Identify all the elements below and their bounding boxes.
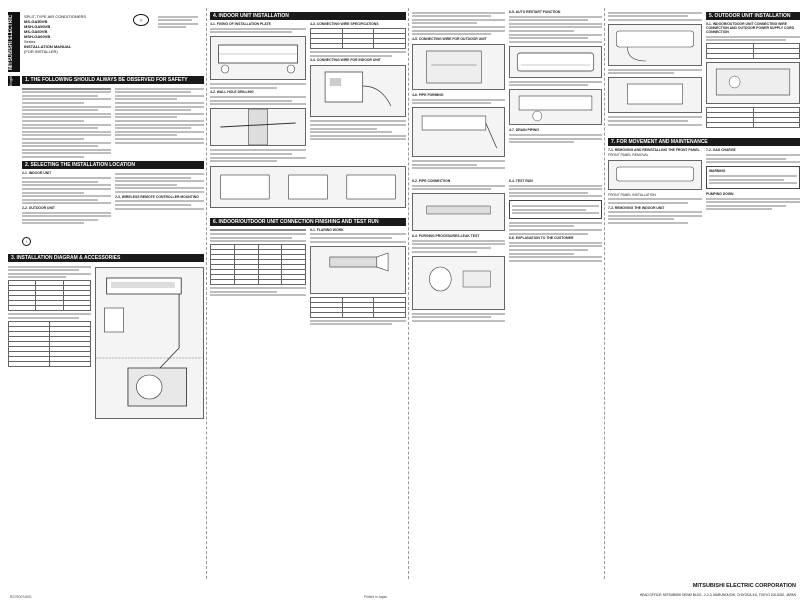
section-6-body: 6-1. FLARING WORK <box>210 228 406 327</box>
column-4: 5. OUTDOOR UNIT INSTALLATION 5-1. INDOOR… <box>608 10 800 575</box>
column-1: MITSUBISHI ELECTRIC English SPLIT-TYPE A… <box>8 10 204 575</box>
section-6-5-heading: 6-5. AUTO RESTART FUNCTION <box>509 10 561 14</box>
section-1-body <box>22 86 204 159</box>
flaring-figure <box>310 245 406 294</box>
pipe-spec-table <box>210 244 306 286</box>
section-4-heading: 4. INDOOR UNIT INSTALLATION <box>210 12 406 20</box>
section-6-2-heading: 6-2. PIPE CONNECTION <box>412 178 451 183</box>
power-supply-table <box>706 107 800 129</box>
footer-code: RG79D074H01 <box>10 595 32 599</box>
test-run-box <box>509 200 602 219</box>
manual-title: INSTALLATION MANUAL <box>24 44 72 49</box>
wiring-detail-figure <box>210 165 406 208</box>
indoor-unit-figure <box>509 45 602 78</box>
section-2-body: 2-1. INDOOR UNIT 2-2. OUTDOOR UNIT 2-3. … <box>22 171 204 226</box>
installation-manual-sheet: MITSUBISHI ELECTRIC English SPLIT-TYPE A… <box>4 4 804 603</box>
language-tab: English <box>8 73 20 86</box>
section-7-2-heading: 7-2. GAS CHARGE <box>706 148 736 153</box>
section-7-body: 7-1. REMOVING AND REINSTALLING THE FRONT… <box>608 148 800 225</box>
section-4-6-heading: 4-6. PIPE FORMING <box>412 92 444 97</box>
section-1-heading: 1. THE FOLLOWING SHOULD ALWAYS BE OBSERV… <box>22 76 204 84</box>
brand-vertical-logo: MITSUBISHI ELECTRIC <box>8 12 20 72</box>
column-3-top: 4-5. CONNECTING WIRE FOR OUTDOOR UNIT 4-… <box>412 10 602 171</box>
model-2: MSH-GA50VB <box>24 24 51 29</box>
piping-detail-figure <box>509 89 602 126</box>
circle-mark: ! <box>22 236 31 246</box>
section-6-3-heading: 6-3. PURGING PROCEDURES-LEAK TEST <box>412 234 480 239</box>
front-panel-removal-label: FRONT PANEL REMOVAL <box>608 152 649 157</box>
section-6-1-heading: 6-1. FLARING WORK <box>310 227 344 232</box>
section-7-1-heading: 7-1. REMOVING AND REINSTALLING THE FRONT… <box>608 148 700 153</box>
certification-mark-icon: ◎ <box>133 14 149 26</box>
series-label: Series <box>24 39 36 44</box>
wire-spec-table <box>310 28 406 50</box>
column-3: 4-5. CONNECTING WIRE FOR OUTDOOR UNIT 4-… <box>412 10 602 575</box>
model-3: MS-GA60VB <box>24 29 48 34</box>
drain-hose-figure <box>608 23 702 66</box>
front-panel-install-label: FRONT PANEL INSTALLATION <box>608 192 656 197</box>
section-2-heading: 2. SELECTING THE INSTALLATION LOCATION <box>22 161 204 170</box>
accessory-table <box>8 280 92 312</box>
installation-plate-figure <box>210 36 306 81</box>
outdoor-wiring-figure <box>412 43 505 90</box>
section-6-6-heading: 6-6. EXPLANATION TO THE CUSTOMER <box>509 236 574 241</box>
wall-hole-figure <box>210 108 306 147</box>
section-6-heading: 6. INDOOR/OUTDOOR UNIT CONNECTION FINISH… <box>210 217 406 226</box>
section-5-heading: 5. OUTDOOR UNIT INSTALLATION <box>706 12 800 20</box>
pipe-forming-figure <box>412 107 505 158</box>
column-4-top: 5. OUTDOOR UNIT INSTALLATION 5-1. INDOOR… <box>608 10 800 130</box>
model-4: MSH-GA60VB <box>24 34 51 39</box>
section-3-heading: 3. INSTALLATION DIAGRAM & ACCESSORIES <box>8 253 204 262</box>
section-6-4-heading: 6-4. TEST RUN <box>509 178 533 183</box>
flare-table <box>310 296 406 318</box>
header-block: MITSUBISHI ELECTRIC English SPLIT-TYPE A… <box>8 10 204 86</box>
section-4-2-heading: 4-2. WALL HOLE DRILLING <box>210 90 254 95</box>
section-4-3-heading: 4-3. CONNECTING WIRE SPECIFICATIONS <box>310 22 379 26</box>
company-address: HEAD OFFICE: MITSUBISHI DENKI BLDG., 2-2… <box>639 593 796 597</box>
section-2-3-heading: 2-3. WIRELESS REMOTE CONTROLLER MOUNTING <box>115 194 199 199</box>
manual-subtitle: (FOR INSTALLER) <box>24 49 58 54</box>
installation-diagram-figure <box>95 266 204 419</box>
doc-title: SPLIT-TYPE AIR CONDITIONERS <box>24 14 87 19</box>
warning-label: WARNING <box>709 169 726 174</box>
model-area: SPLIT-TYPE AIR CONDITIONERS MS-GA50VB MS… <box>24 14 86 54</box>
section-4-1-heading: 4-1. FIXING OF INSTALLATION PLATE <box>210 22 271 26</box>
hook-figure <box>608 77 702 114</box>
indoor-wiring-figure <box>310 65 406 118</box>
section-4-5-heading: 4-5. CONNECTING WIRE FOR OUTDOOR UNIT <box>412 36 487 41</box>
section-4-7-heading: 4-7. DRAIN PIPING <box>509 128 539 133</box>
model-1: MS-GA50VB <box>24 19 48 24</box>
company-name: MITSUBISHI ELECTRIC CORPORATION <box>692 583 796 589</box>
column-2: 4. INDOOR UNIT INSTALLATION 4-1. FIXING … <box>210 10 406 575</box>
section-7-heading: 7. FOR MOVEMENT AND MAINTENANCE <box>608 138 800 147</box>
footer-printed: Printed in Japan <box>364 595 388 599</box>
purging-figure <box>412 255 505 310</box>
header-note <box>158 14 198 30</box>
front-panel-figure <box>608 159 702 190</box>
parts-table <box>8 320 92 367</box>
outdoor-wire-table <box>706 43 800 60</box>
warning-box: WARNING <box>706 166 800 189</box>
section-4-body: 4-1. FIXING OF INSTALLATION PLATE 4-2. W… <box>210 22 406 164</box>
section-2-2-heading: 2-2. OUTDOOR UNIT <box>22 205 55 210</box>
outdoor-terminal-figure <box>706 62 800 105</box>
section-7-3-heading: 7-3. REMOVING THE INDOOR UNIT <box>608 205 665 210</box>
pipe-connection-figure <box>412 193 505 232</box>
column-3-bottom: 6-2. PIPE CONNECTION 6-3. PURGING PROCED… <box>412 179 602 324</box>
section-3-body <box>8 264 204 422</box>
section-4-4-heading: 4-4. CONNECTING WIRE FOR INDOOR UNIT <box>310 58 381 63</box>
section-5-1-heading: 5-1. INDOOR/OUTDOOR UNIT CONNECTING WIRE… <box>706 22 795 35</box>
section-2-1-heading: 2-1. INDOOR UNIT <box>22 171 52 176</box>
pumping-down-label: PUMPING DOWN <box>706 191 734 196</box>
